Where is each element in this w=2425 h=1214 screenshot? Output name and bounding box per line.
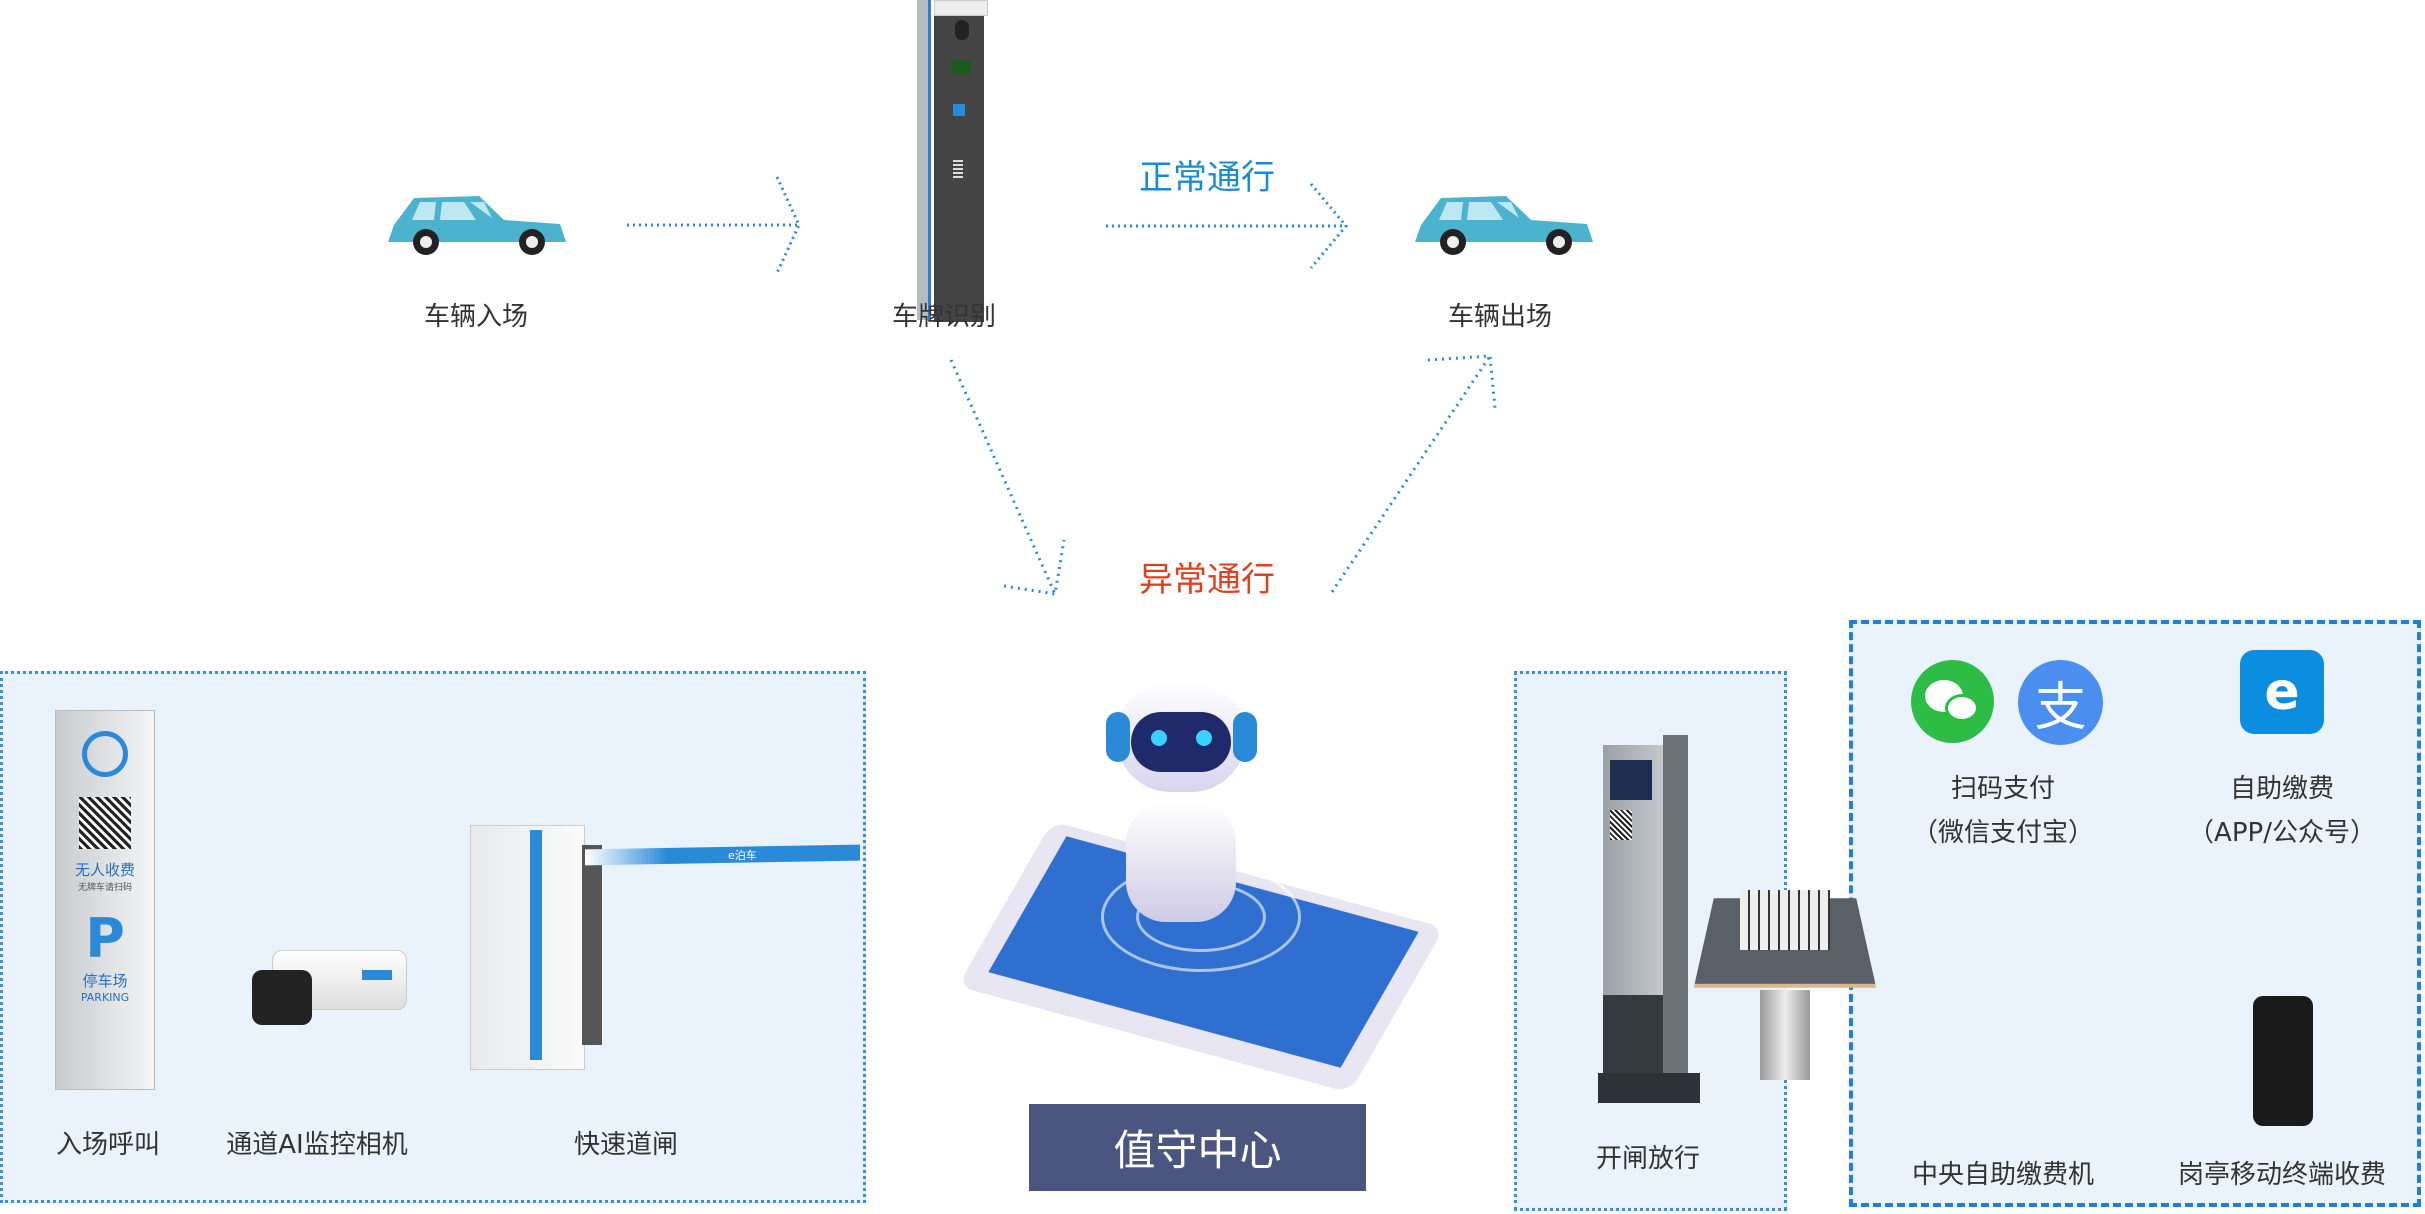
arrow-plate-to-exit — [1106, 183, 1348, 269]
mobile-terminal — [2253, 996, 2313, 1126]
wechat-pay-icon — [1911, 660, 1994, 743]
parking-app-icon: e — [2240, 650, 2324, 734]
arrow-entry-to-plate — [627, 176, 801, 274]
mobile-terminal-label: 岗亭移动终端收费 — [2177, 1160, 2387, 1190]
sign-sub: 无牌车请扫码 — [77, 883, 132, 893]
gate-release-label: 开闸放行 — [1595, 1144, 1701, 1174]
ai-camera-label: 通道AI监控相机 — [226, 1130, 408, 1160]
alipay-icon: 支 — [2018, 660, 2103, 745]
duty-center-title: 值守中心 — [1029, 1104, 1366, 1191]
abnormal-pass-label: 异常通行 — [1139, 560, 1275, 600]
plate-label: 车牌识别 — [891, 302, 997, 332]
scan-pay-title: 扫码支付 — [1950, 774, 2056, 804]
alipay-glyph: 支 — [2034, 678, 2087, 738]
self-pay-title: 自助缴费 — [2229, 774, 2335, 804]
exit-label: 车辆出场 — [1447, 302, 1553, 332]
central-kiosk-label: 中央自助缴费机 — [1911, 1160, 2095, 1190]
entry-call-label: 入场呼叫 — [55, 1130, 161, 1160]
plate-recognition-device — [917, 0, 989, 325]
sign-p: P — [85, 907, 125, 970]
car-entry-icon — [388, 196, 566, 255]
robot-tablet-illustration — [951, 642, 1462, 1093]
app-glyph: e — [2264, 662, 2300, 722]
self-pay-sub: （APP/公众号） — [2188, 818, 2376, 848]
barrier-brand: e泊车 — [728, 849, 757, 862]
car-exit-icon — [1415, 196, 1593, 255]
sign-lot: 停车场 — [82, 972, 128, 990]
central-pay-kiosk — [1693, 880, 1877, 1080]
ai-camera — [252, 950, 407, 1040]
parking-sign: 无人收费 无牌车请扫码 P 停车场 PARKING — [55, 710, 155, 1090]
scan-pay-sub: （微信支付宝） — [1911, 818, 2095, 848]
sign-en: PARKING — [80, 991, 130, 1004]
sign-text: 无人收费 — [74, 861, 135, 879]
payment-kiosk-pillar — [1598, 735, 1703, 1120]
duty-center-text: 值守中心 — [1113, 1126, 1282, 1175]
entry-label: 车辆入场 — [423, 302, 529, 332]
barrier-gate-label: 快速道闸 — [573, 1130, 679, 1160]
barrier-gate: e泊车 — [470, 825, 860, 1075]
normal-pass-label: 正常通行 — [1139, 158, 1275, 198]
